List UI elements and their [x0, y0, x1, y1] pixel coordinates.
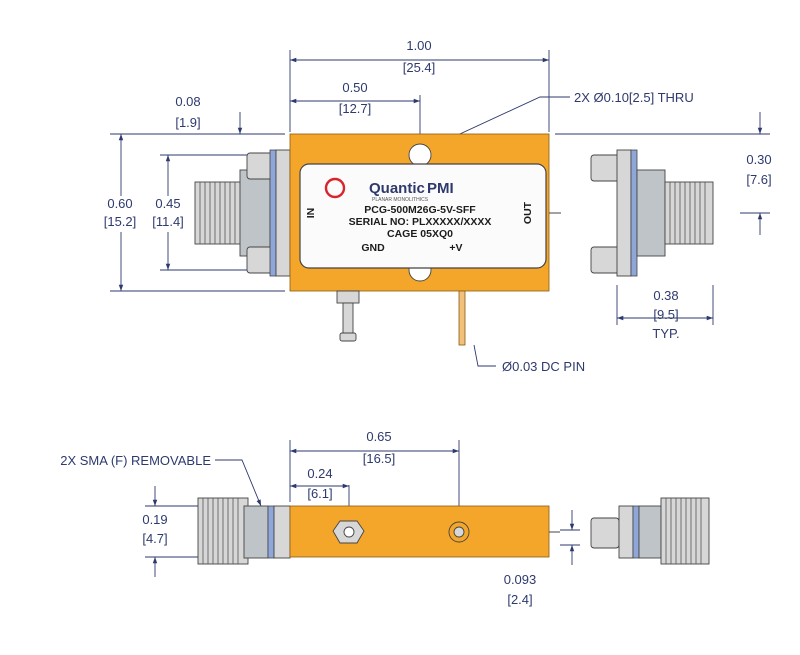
dim-pin-spacing-mm: [16.5]	[363, 451, 396, 466]
gnd-terminal	[336, 290, 360, 342]
in-label: IN	[305, 208, 317, 219]
dim-center-height-mm: [7.6]	[746, 172, 771, 187]
sma-side-left	[197, 497, 291, 565]
callout-thru: 2X Ø0.10[2.5] THRU	[574, 90, 694, 105]
dim-overall-width: 1.00	[406, 38, 431, 53]
serial-number: SERIAL NO: PLXXXXX/XXXX	[349, 216, 492, 228]
dim-height: 0.60	[107, 196, 132, 211]
dim-connector-note: TYP.	[652, 326, 679, 341]
dim-hole-spacing-mm: [11.4]	[152, 214, 184, 229]
dim-height-mm: [15.2]	[104, 214, 137, 229]
out-label: OUT	[522, 201, 534, 224]
v-label: +V	[449, 242, 462, 254]
dim-gnd-offset-mm: [6.1]	[307, 486, 332, 501]
dim-thickness: 0.19	[142, 512, 167, 527]
logo-mark-icon	[324, 177, 346, 199]
dim-gnd-offset: 0.24	[307, 466, 332, 481]
sma-connector-right	[590, 149, 714, 277]
callout-dc-pin: Ø0.03 DC PIN	[502, 359, 585, 374]
cage-code: CAGE 05XQ0	[387, 228, 453, 240]
dim-overall-width-mm: [25.4]	[403, 60, 436, 75]
brand-suffix: PMI	[427, 180, 454, 197]
sma-side-right	[590, 497, 710, 565]
dim-pin-height-mm: [2.4]	[507, 592, 532, 607]
top-view: 1.00 [25.4] 0.50 [12.7] 0.08 [1.9] 0.60 …	[104, 38, 772, 374]
dc-pin	[458, 290, 466, 346]
brand-tagline: PLANAR MONOLITHICS	[372, 197, 429, 203]
side-view: 0.65 [16.5] 0.24 [6.1] 0.19 [4.7] 0.093 …	[60, 429, 710, 607]
callout-sma: 2X SMA (F) REMOVABLE	[60, 453, 211, 468]
dim-edge-offset-mm: [1.9]	[175, 115, 200, 130]
dim-pin-height: 0.093	[504, 572, 537, 587]
housing-side	[289, 505, 550, 558]
dim-connector-length-mm: [9.5]	[653, 307, 678, 322]
label-plate: Quantic PMI PLANAR MONOLITHICS PCG-500M2…	[299, 163, 561, 269]
dim-pin-spacing: 0.65	[366, 429, 391, 444]
gnd-label: GND	[361, 242, 385, 254]
dim-half-width-mm: [12.7]	[339, 101, 372, 116]
dim-thickness-mm: [4.7]	[142, 531, 167, 546]
mounting-hole-top	[408, 143, 432, 167]
dim-hole-spacing: 0.45	[155, 196, 180, 211]
dim-edge-offset: 0.08	[175, 94, 200, 109]
brand-name: Quantic	[369, 180, 425, 197]
dim-connector-length: 0.38	[653, 288, 678, 303]
dim-center-height: 0.30	[746, 152, 771, 167]
model-number: PCG-500M26G-5V-SFF	[364, 204, 476, 216]
dim-half-width: 0.50	[342, 80, 367, 95]
sma-connector-left	[194, 149, 291, 277]
